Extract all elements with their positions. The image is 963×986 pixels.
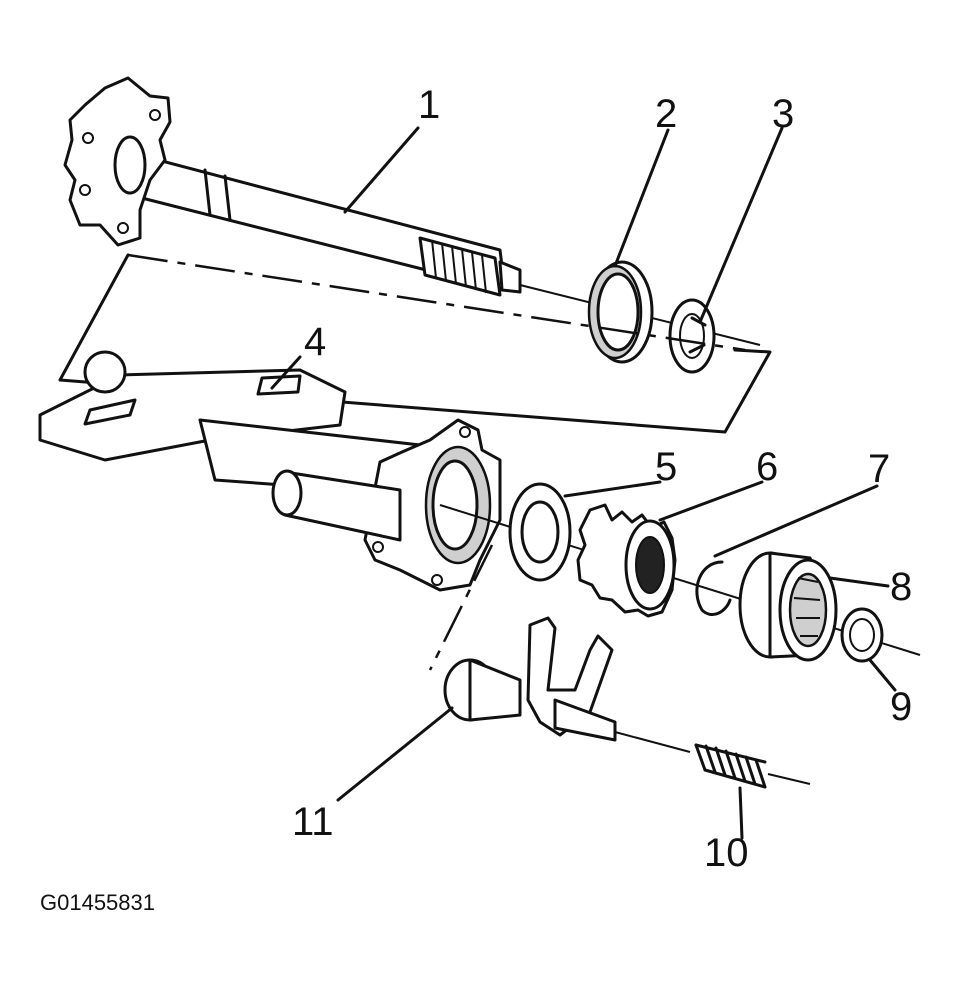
callout-6: 6: [756, 445, 778, 489]
thrust-washer: [508, 482, 572, 582]
seal: [587, 260, 654, 364]
figure-id: G01455831: [40, 890, 155, 915]
spur-gear: [576, 503, 677, 618]
callout-2: 2: [655, 92, 677, 136]
callout-10: 10: [704, 831, 749, 875]
housing-flange: [363, 418, 502, 592]
synchronizer-sleeve: [738, 551, 838, 662]
shift-fork: [443, 616, 691, 753]
callout-4: 4: [304, 320, 326, 364]
callout-1: 1: [418, 83, 440, 127]
callout-9: 9: [890, 685, 912, 729]
callout-7: 7: [868, 447, 890, 491]
washer: [840, 607, 884, 663]
callout-8: 8: [890, 565, 912, 609]
shift-fork-bracket: [38, 350, 422, 497]
callout-11: 11: [292, 800, 334, 844]
snap-ring: [695, 560, 732, 616]
callout-3: 3: [772, 92, 794, 136]
output-shaft: [63, 76, 522, 297]
leader-lines: [270, 126, 897, 840]
retainer-ring: [668, 298, 716, 374]
shift-shaft: [271, 469, 402, 542]
callout-5: 5: [655, 445, 677, 489]
detent-spring: [694, 743, 811, 789]
